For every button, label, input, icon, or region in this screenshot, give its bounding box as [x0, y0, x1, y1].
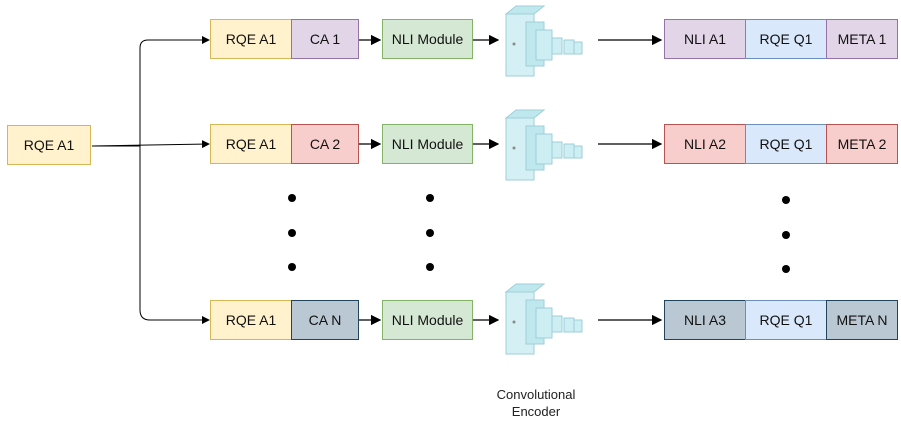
- row3-out-rqe-q-box: RQE Q1: [745, 300, 827, 340]
- input-rqe-a1-box: RQE A1: [7, 125, 91, 165]
- row1-rqe-box: RQE A1: [210, 19, 292, 59]
- row3-rqe-box: RQE A1: [210, 300, 292, 340]
- encoder-caption: Convolutional Encoder: [466, 386, 606, 420]
- row2-out-nli-box: NLI A2: [664, 124, 746, 164]
- row2-out-meta-box: META 2: [826, 124, 898, 164]
- row1-out-nli-box: NLI A1: [664, 19, 746, 59]
- connector-input-row2: [91, 140, 210, 149]
- row2-ca-box: CA 2: [291, 124, 359, 164]
- row3-ca-box: CA N: [291, 300, 359, 340]
- encoder-icon-row1: [504, 5, 583, 77]
- row2-nli-module-box: NLI Module: [382, 124, 473, 164]
- row2-out-rqe-q-box: RQE Q1: [745, 124, 827, 164]
- ellipsis-dots-nli: [426, 194, 434, 271]
- row2-rqe-box: RQE A1: [210, 124, 292, 164]
- row1-out-rqe-q-box: RQE Q1: [745, 19, 827, 59]
- row1-nli-module-box: NLI Module: [382, 19, 473, 59]
- connector-input-row3: [139, 146, 210, 324]
- row1-ca-box: CA 1: [291, 19, 359, 59]
- ellipsis-dots-output: [782, 196, 790, 273]
- connector-input-row1: [92, 36, 210, 147]
- row3-out-meta-box: META N: [826, 300, 898, 340]
- row3-out-nli-box: NLI A3: [664, 300, 746, 340]
- encoder-icon-row2: [504, 109, 583, 181]
- encoder-caption-line1: Convolutional: [496, 387, 576, 402]
- encoder-icon-row3: [504, 283, 583, 355]
- encoder-caption-line2: Encoder: [511, 404, 561, 419]
- row1-out-meta-box: META 1: [826, 19, 898, 59]
- ellipsis-dots-rqe: [288, 194, 296, 271]
- row3-nli-module-box: NLI Module: [382, 300, 473, 340]
